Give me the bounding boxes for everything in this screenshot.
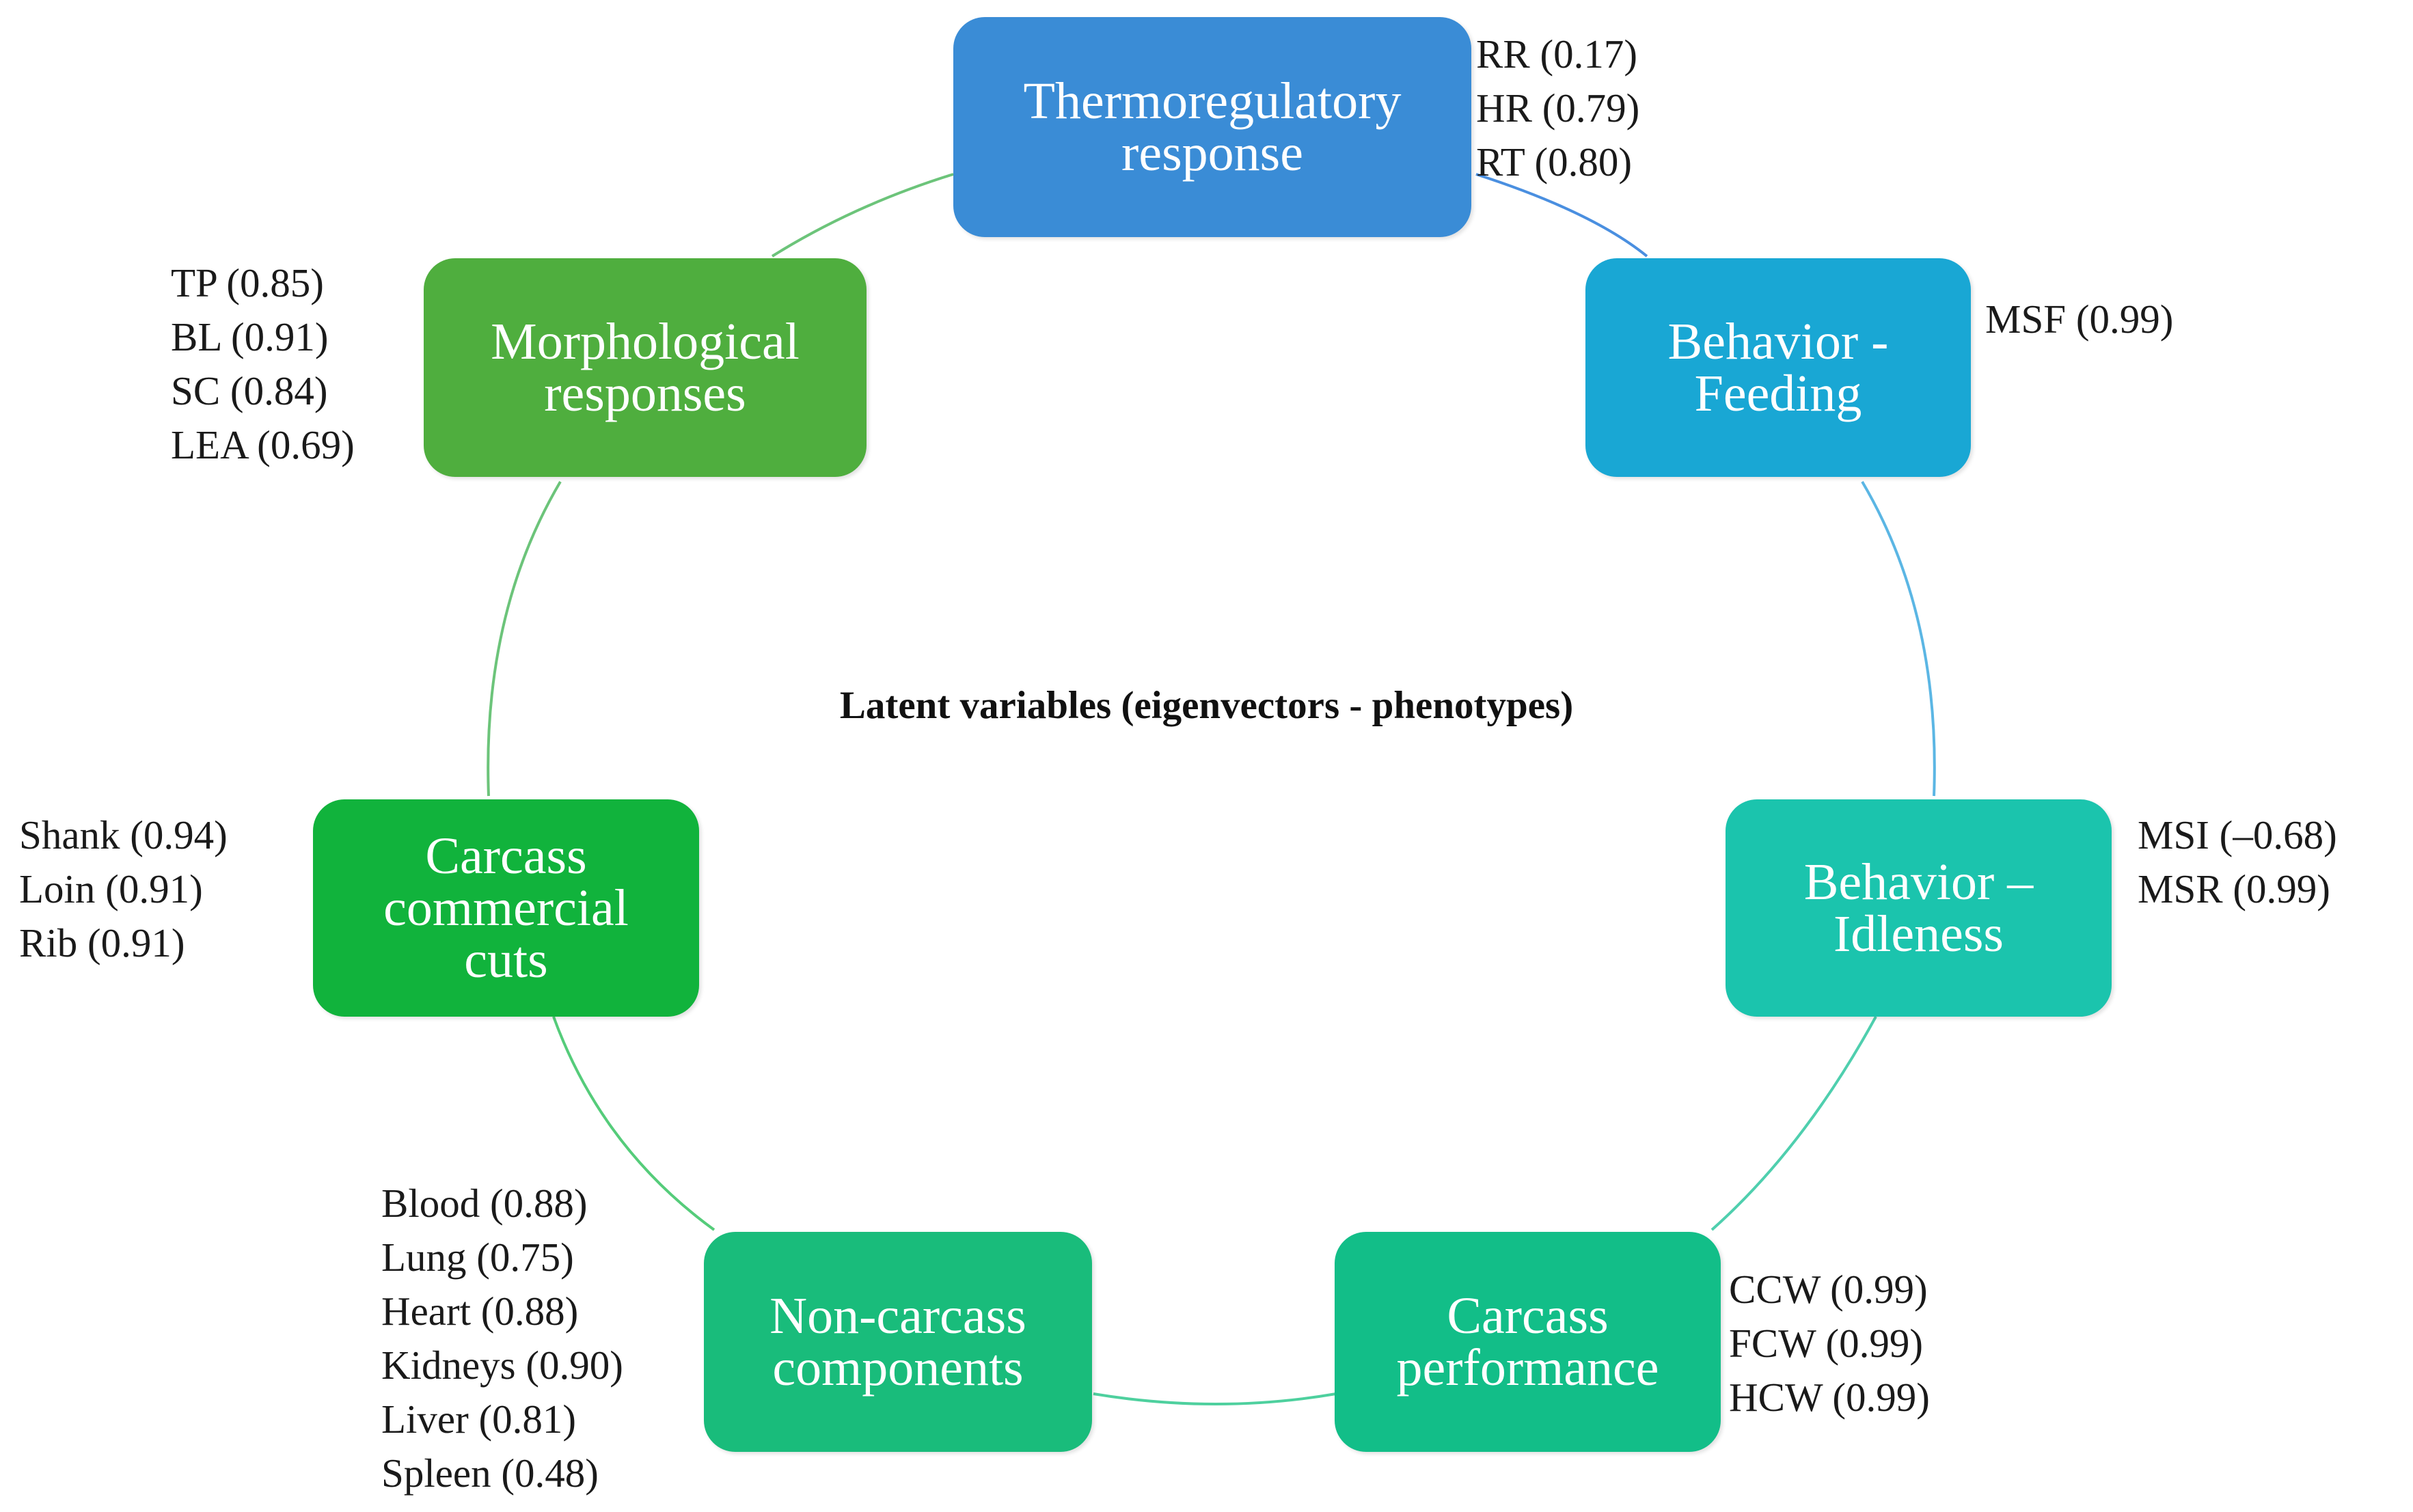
node-behavior-idleness: Behavior –Idleness bbox=[1726, 799, 2112, 1017]
node-label-line: components bbox=[772, 1339, 1024, 1397]
node-label-line: commercial bbox=[383, 879, 629, 937]
variable-loading: FCW (0.99) bbox=[1729, 1321, 1924, 1366]
node-label-line: Morphological bbox=[491, 313, 800, 370]
variable-loading: LEA (0.69) bbox=[171, 422, 355, 467]
variable-loading: Spleen (0.48) bbox=[381, 1451, 599, 1496]
variables-carcass-performance: CCW (0.99) FCW (0.99) HCW (0.99) bbox=[1729, 1263, 1930, 1425]
variables-thermoregulatory: RR (0.17) HR (0.79) RT (0.80) bbox=[1476, 27, 1639, 189]
variable-loading: Loin (0.91) bbox=[19, 866, 203, 911]
node-label-line: Carcass bbox=[425, 827, 587, 885]
variable-loading: BL (0.91) bbox=[171, 314, 329, 359]
variable-loading: RR (0.17) bbox=[1476, 31, 1637, 77]
variable-loading: SC (0.84) bbox=[171, 368, 328, 413]
variable-loading: Rib (0.91) bbox=[19, 920, 185, 965]
node-label-line: cuts bbox=[464, 931, 548, 989]
connector-morph-to-thermo bbox=[771, 173, 954, 258]
variables-non-carcass-components: Blood (0.88) Lung (0.75) Heart (0.88) Kidne… bbox=[381, 1177, 623, 1500]
node-label-line: Idleness bbox=[1833, 905, 2004, 963]
connector-performance-to-noncarcass bbox=[1093, 1392, 1337, 1405]
variable-loading: Shank (0.94) bbox=[19, 812, 228, 857]
node-label-line: Non-carcass bbox=[769, 1287, 1026, 1345]
node-label: Behavior –Idleness bbox=[1804, 856, 2034, 960]
node-label-line: Behavior - bbox=[1667, 313, 1889, 370]
variables-behavior-feeding: MSF (0.99) bbox=[1985, 292, 2173, 346]
node-label-line: Behavior – bbox=[1803, 853, 2034, 911]
variable-loading: MSF (0.99) bbox=[1985, 297, 2174, 342]
connector-thermo-to-feeding bbox=[1475, 173, 1648, 258]
variable-loading: Liver (0.81) bbox=[381, 1397, 577, 1442]
variable-loading: HCW (0.99) bbox=[1729, 1375, 1930, 1420]
variables-morphological: TP (0.85) BL (0.91) SC (0.84) LEA (0.69) bbox=[171, 256, 355, 472]
variable-loading: Blood (0.88) bbox=[381, 1181, 588, 1226]
node-label-line: Carcass bbox=[1447, 1287, 1609, 1345]
variable-loading: Heart (0.88) bbox=[381, 1289, 579, 1334]
node-label: Behavior -Feeding bbox=[1668, 316, 1889, 420]
connector-cuts-to-morph bbox=[487, 480, 562, 797]
variable-loading: HR (0.79) bbox=[1476, 85, 1640, 130]
node-label-line: Thermoregulatory bbox=[1023, 72, 1402, 130]
node-label-line: responses bbox=[544, 365, 746, 422]
node-label-line: Feeding bbox=[1694, 365, 1862, 422]
variable-loading: TP (0.85) bbox=[171, 260, 324, 305]
connector-idleness-to-performance bbox=[1710, 1016, 1877, 1231]
center-title: Latent variables (eigenvectors - phenoty… bbox=[839, 684, 1574, 727]
variable-loading: MSI (–0.68) bbox=[2138, 812, 2337, 857]
variable-loading: CCW (0.99) bbox=[1729, 1267, 1928, 1312]
variables-carcass-commercial-cuts: Shank (0.94) Loin (0.91) Rib (0.91) bbox=[19, 808, 228, 970]
variable-loading: RT (0.80) bbox=[1476, 139, 1633, 184]
connector-noncarcass-to-cuts bbox=[552, 1016, 715, 1231]
node-label-line: performance bbox=[1396, 1339, 1659, 1397]
node-label-line: response bbox=[1121, 124, 1303, 182]
variable-loading: MSR (0.99) bbox=[2138, 866, 2330, 911]
variable-loading: Kidneys (0.90) bbox=[381, 1343, 623, 1388]
node-behavior-feeding: Behavior -Feeding bbox=[1585, 258, 1971, 477]
connector-feeding-to-idleness bbox=[1861, 480, 1936, 797]
variables-behavior-idleness: MSI (–0.68) MSR (0.99) bbox=[2138, 808, 2337, 916]
variable-loading: Lung (0.75) bbox=[381, 1235, 574, 1280]
